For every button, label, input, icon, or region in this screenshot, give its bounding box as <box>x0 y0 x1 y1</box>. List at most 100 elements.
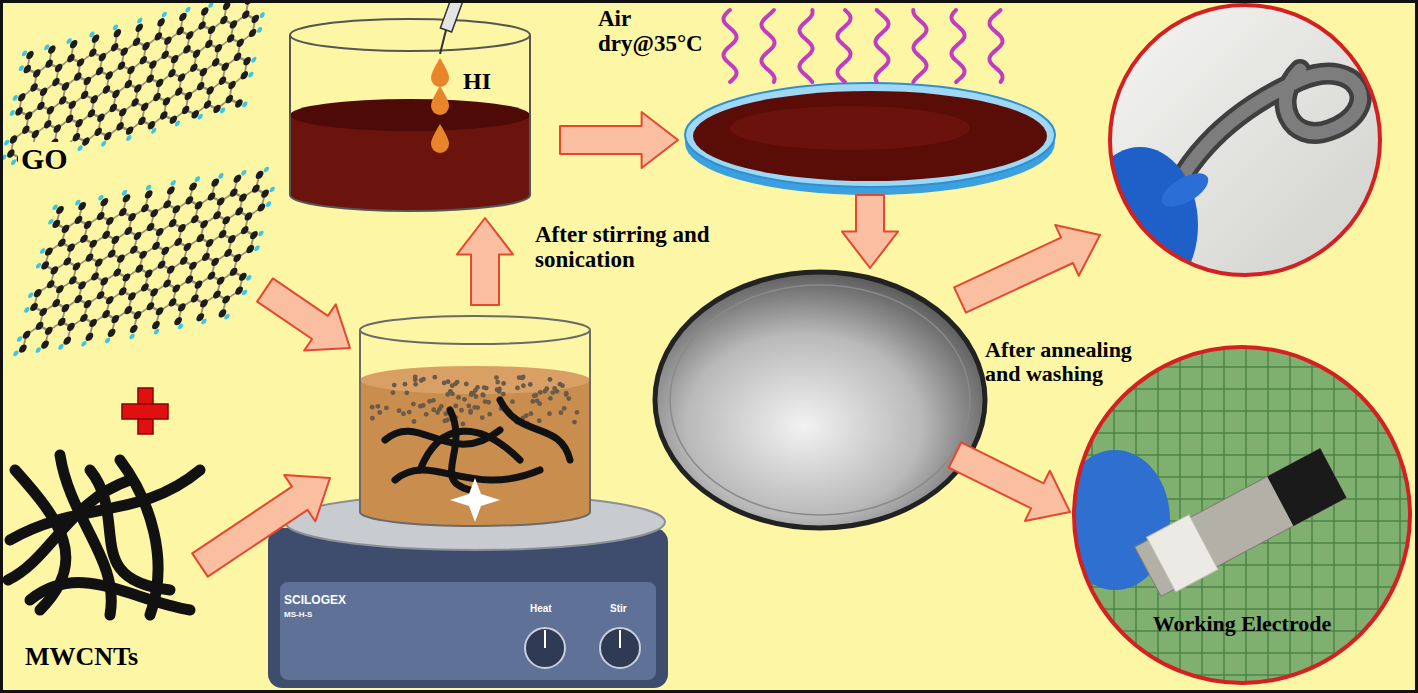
stirring-beaker <box>474 394 479 399</box>
knob-label: Stir <box>610 603 627 614</box>
graphene-oxide-sheets <box>90 94 99 104</box>
hi-beaker <box>290 195 530 211</box>
graphene-oxide-sheets <box>103 131 112 141</box>
graphene-oxide-sheets <box>185 30 194 40</box>
graphene-oxide-sheets <box>234 286 244 295</box>
stirring-beaker <box>494 375 499 380</box>
stirring-beaker <box>480 415 485 420</box>
graphene-oxide-sheets <box>221 62 230 72</box>
graphene-oxide-sheets <box>194 201 204 210</box>
graphene-oxide-sheets <box>58 344 65 350</box>
graphene-oxide-sheets <box>257 203 267 212</box>
graphene-oxide-sheets <box>69 39 78 49</box>
graphene-oxide-sheets <box>161 11 167 18</box>
stirring-beaker <box>404 390 409 395</box>
graphene-oxide-sheets <box>157 260 167 269</box>
graphene-oxide-sheets <box>6 149 15 159</box>
graphene-oxide-sheets <box>96 291 106 300</box>
graphene-oxide-sheets <box>236 38 245 48</box>
graphene-oxide-sheets <box>191 109 200 119</box>
graphene-oxide-sheets <box>189 63 198 73</box>
graphene-oxide-sheets <box>131 97 140 107</box>
graphene-oxide-sheets <box>177 223 187 232</box>
stirring-beaker <box>453 382 458 387</box>
graphene-oxide-sheets <box>53 124 62 134</box>
stirring-beaker <box>462 397 467 402</box>
vapour-lines <box>875 10 888 82</box>
graphene-oxide-sheets <box>146 302 156 311</box>
electrode-photo <box>1060 345 1418 690</box>
graphene-oxide-sheets <box>81 137 90 147</box>
graphene-oxide-sheets <box>146 74 155 84</box>
stirring-beaker <box>528 382 533 387</box>
graphene-oxide-sheets <box>26 50 35 60</box>
hotplate-stirrer <box>525 628 565 668</box>
graphene-oxide-sheets <box>185 6 191 13</box>
hotplate-stirrer <box>268 528 668 688</box>
graphene-oxide-sheets <box>72 262 82 271</box>
dried-film-disk <box>670 285 970 515</box>
graphene-oxide-sheets <box>66 322 76 331</box>
graphene-oxide-sheets <box>251 56 257 63</box>
graphene-oxide-sheets <box>21 125 30 135</box>
graphene-oxide-sheets <box>251 14 260 24</box>
graphene-oxide-sheets <box>62 257 72 266</box>
electrode-photo <box>1147 515 1218 592</box>
graphene-oxide-sheets <box>9 109 15 116</box>
graphene-oxide-sheets <box>137 116 146 126</box>
graphene-oxide-sheets <box>73 72 82 82</box>
graphene-oxide-sheets <box>102 84 111 94</box>
graphene-oxide-sheets <box>162 279 172 288</box>
electrode-photo <box>1070 410 1418 412</box>
stirring-beaker <box>360 512 590 526</box>
stirring-beaker <box>543 389 548 394</box>
graphene-oxide-sheets <box>148 60 157 70</box>
electrode-photo <box>1399 345 1401 690</box>
stirring-beaker <box>515 386 520 391</box>
graphene-oxide-sheets <box>9 134 18 144</box>
graphene-oxide-sheets <box>228 80 237 90</box>
hi-beaker <box>289 35 291 195</box>
graphene-oxide-sheets <box>201 252 211 261</box>
graphene-oxide-sheets <box>46 280 56 289</box>
vapour-lines <box>989 10 1002 82</box>
stirring-beaker <box>427 399 432 404</box>
graphene-oxide-sheets <box>166 265 176 274</box>
stirring-beaker <box>412 419 417 424</box>
graphene-oxide-sheets <box>113 28 122 38</box>
graphene-oxide-sheets <box>179 256 189 265</box>
graphene-oxide-sheets <box>11 161 283 360</box>
graphene-oxide-sheets <box>183 242 193 251</box>
graphene-oxide-sheets <box>101 309 111 318</box>
graphene-oxide-sheets <box>98 52 107 62</box>
graphene-oxide-sheets <box>75 118 84 128</box>
graphene-oxide-sheets <box>101 140 107 147</box>
stirring-beaker <box>472 405 477 410</box>
hi-beaker <box>529 35 531 195</box>
graphene-oxide-sheets <box>129 324 139 333</box>
stirring-beaker <box>554 389 559 394</box>
graphene-oxide-sheets <box>117 61 126 71</box>
graphene-oxide-sheets <box>144 269 154 278</box>
graphene-oxide-sheets <box>16 336 23 342</box>
graphene-oxide-sheets <box>167 68 176 78</box>
stirring-beaker <box>469 391 474 396</box>
graphene-oxide-sheets <box>110 42 119 52</box>
stirring-beaker <box>566 396 571 401</box>
graphene-oxide-sheets <box>65 114 74 124</box>
graphene-oxide-sheets <box>170 54 179 64</box>
electrode-photo <box>1311 345 1313 690</box>
graphene-oxide-sheets <box>184 91 193 101</box>
graphene-oxide-sheets <box>32 68 41 78</box>
graphene-oxide-sheets <box>249 230 259 239</box>
graphene-oxide-sheets <box>12 94 18 101</box>
stirring-beaker <box>432 375 437 380</box>
graphene-oxide-sheets <box>125 126 134 136</box>
graphene-oxide-sheets <box>183 44 192 54</box>
graphene-oxide-sheets <box>223 248 233 257</box>
vapour-lines <box>837 10 850 82</box>
graphene-oxide-sheets <box>171 284 181 293</box>
stirring-beaker <box>360 380 590 526</box>
graphene-oxide-sheets <box>72 132 81 142</box>
flexible-film-photo <box>1105 0 1385 280</box>
